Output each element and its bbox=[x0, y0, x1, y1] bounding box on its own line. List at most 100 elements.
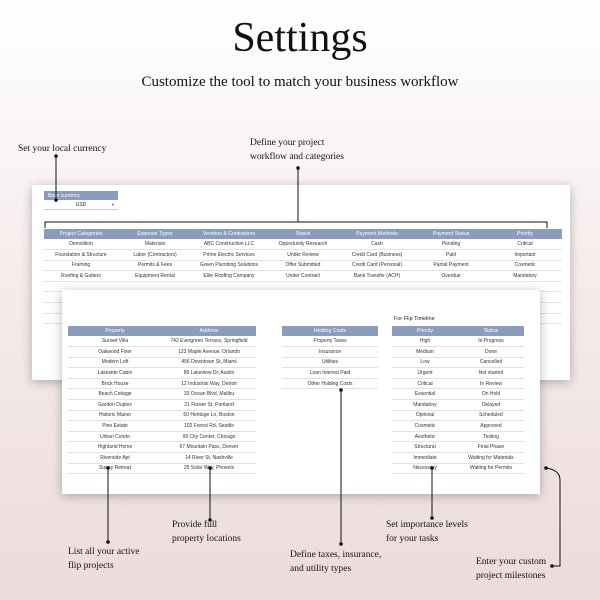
column-header-expense-type: Expense Types bbox=[118, 229, 192, 239]
cell-payment-status[interactable]: Paid bbox=[414, 249, 488, 261]
cell-project-category[interactable]: Framing bbox=[44, 260, 118, 272]
cell-property[interactable]: Pine Estate bbox=[68, 420, 162, 432]
cell-property[interactable]: Oakwood Fixer bbox=[68, 346, 162, 358]
cell-address[interactable]: 14 River St, Nashville bbox=[162, 452, 256, 464]
cell-status[interactable]: Waiting for Permits bbox=[458, 463, 524, 475]
cell-payment-status[interactable]: Overdue bbox=[414, 270, 488, 282]
currency-annotation: Set your local currency bbox=[18, 144, 107, 154]
cell-property[interactable]: Sunny Retreat bbox=[68, 463, 162, 475]
cell-status[interactable]: Under Review bbox=[266, 249, 340, 261]
cell-priority[interactable]: Critical bbox=[392, 378, 458, 390]
cell-status[interactable]: Offer Submitted bbox=[266, 260, 340, 272]
cell-status[interactable]: Approved bbox=[458, 420, 524, 432]
cell-expense-type[interactable]: Labor (Contractors) bbox=[118, 249, 192, 261]
cell-holding-cost[interactable]: Loan Interest Paid bbox=[282, 367, 378, 379]
cell-project-category[interactable]: Demolition bbox=[44, 239, 118, 251]
cell-priority[interactable]: Optional bbox=[392, 410, 458, 422]
cell-status[interactable]: Cancelled bbox=[458, 357, 524, 369]
cell-status[interactable]: Testing bbox=[458, 431, 524, 443]
cell-vendor[interactable]: Prime Electric Services bbox=[192, 249, 266, 261]
cell-holding-cost[interactable]: Insurance bbox=[282, 346, 378, 358]
cell-priority[interactable]: Structural bbox=[392, 441, 458, 454]
cell-payment-method[interactable]: Cash bbox=[340, 239, 414, 251]
cell-address[interactable]: 456 Downtown St, Miami bbox=[162, 357, 256, 369]
cell-address[interactable]: 33 Ocean Blvd, Malibu bbox=[162, 388, 256, 401]
cell-payment-method[interactable]: Bank Transfer (ACH) bbox=[340, 270, 414, 282]
cell-address[interactable]: 742 Evergreen Terrace, Springfield bbox=[162, 336, 256, 348]
cell-priority[interactable]: Medium bbox=[392, 346, 458, 358]
cell-priority[interactable]: Essential bbox=[392, 388, 458, 401]
cell-address[interactable]: 67 Mountain Pass, Denver bbox=[162, 441, 256, 454]
cell-status[interactable]: Under Contract bbox=[266, 270, 340, 282]
cell-property[interactable]: Modern Loft bbox=[68, 357, 162, 369]
cell-status[interactable]: In Progress bbox=[458, 336, 524, 348]
cell-property[interactable]: Lakeside Cabin bbox=[68, 367, 162, 379]
cell-payment-method[interactable]: Credit Card (Personal) bbox=[340, 260, 414, 272]
cell-project-category[interactable]: Foundation & Structure bbox=[44, 249, 118, 261]
projects-annotation: List all your active flip projects bbox=[68, 547, 140, 571]
cell-property[interactable]: Urban Condo bbox=[68, 431, 162, 443]
cell-property[interactable]: Beach Cottage bbox=[68, 388, 162, 401]
cell-priority[interactable]: Aesthetic bbox=[392, 431, 458, 443]
cell-priority[interactable]: Critical bbox=[488, 239, 562, 251]
cell-payment-status[interactable]: Pending bbox=[414, 239, 488, 251]
cell-address[interactable]: 89 Lakeview Dr, Austin bbox=[162, 367, 256, 379]
cell-address[interactable]: 12 Industrial Way, Detroit bbox=[162, 378, 256, 390]
cell-vendor[interactable]: Elite Roofing Company bbox=[192, 270, 266, 282]
cell-status[interactable]: Not started bbox=[458, 367, 524, 379]
cell-priority[interactable]: Important bbox=[488, 249, 562, 261]
cell-payment-method[interactable]: Credit Card (Business) bbox=[340, 249, 414, 261]
cell-priority[interactable]: Mandatory bbox=[488, 270, 562, 282]
cell-status[interactable]: In Review bbox=[458, 378, 524, 390]
cell-address[interactable]: 99 City Center, Chicago bbox=[162, 431, 256, 443]
cell-status[interactable]: Delayed bbox=[458, 399, 524, 411]
cell-priority[interactable]: Cosmetic bbox=[488, 260, 562, 272]
cell-priority[interactable]: Cosmetic bbox=[392, 420, 458, 432]
cell-priority[interactable]: Immediate bbox=[392, 452, 458, 464]
cell-status[interactable]: Waiting for Materials bbox=[458, 452, 524, 464]
cell-property[interactable]: Sunset Villa bbox=[68, 336, 162, 348]
milestones-annotation: Enter your custom project milestones bbox=[476, 557, 547, 581]
cell-property[interactable]: Riverside Apt bbox=[68, 452, 162, 464]
cell-status[interactable]: On Hold bbox=[458, 388, 524, 401]
cell-expense-type[interactable]: Equipment Rental bbox=[118, 270, 192, 282]
cell-expense-type[interactable]: Materials bbox=[118, 239, 192, 251]
cell-payment-status[interactable]: Partial Payment bbox=[414, 260, 488, 272]
cell-address[interactable]: 21 Flower St, Portland bbox=[162, 399, 256, 411]
cell-priority[interactable]: Urgent bbox=[392, 367, 458, 379]
cell-vendor[interactable]: ABC Construction LLC bbox=[192, 239, 266, 251]
cell-address[interactable]: 25 Solar Way, Phoenix bbox=[162, 463, 256, 475]
cell-priority[interactable]: Low bbox=[392, 357, 458, 369]
cell-holding-cost[interactable]: Other Holding Costs bbox=[282, 378, 378, 390]
cell-priority[interactable]: Necessary bbox=[392, 463, 458, 475]
cell-property[interactable]: Highland Home bbox=[68, 441, 162, 454]
cell-property[interactable]: Historic Manor bbox=[68, 410, 162, 422]
cell-property[interactable]: Garden Duplex bbox=[68, 399, 162, 411]
cell-vendor[interactable]: Green Plumbing Solutions bbox=[192, 260, 266, 272]
cell-holding-cost[interactable]: Utilities bbox=[282, 357, 378, 369]
cell-address[interactable]: 123 Maple Avenue, Orlando bbox=[162, 346, 256, 358]
cell-status[interactable]: Opportunity Research bbox=[266, 239, 340, 251]
cell-property[interactable]: Brick House bbox=[68, 378, 162, 390]
cell-priority[interactable]: High bbox=[392, 336, 458, 348]
cell-address[interactable]: 102 Forest Rd, Seattle bbox=[162, 420, 256, 432]
base-currency-select[interactable]: USD ▼ bbox=[44, 200, 118, 210]
cell-status[interactable]: Final Phase bbox=[458, 441, 524, 454]
table-row: Loan Interest Paid bbox=[282, 367, 378, 379]
locations-annotation: Provide full property locations bbox=[172, 520, 241, 544]
cell-status[interactable]: Scheduled bbox=[458, 410, 524, 422]
cell-holding-cost[interactable]: Property Taxes bbox=[282, 336, 378, 348]
cell-status[interactable]: Done bbox=[458, 346, 524, 358]
cell-expense-type[interactable]: Permits & Fees bbox=[118, 260, 192, 272]
cell-project-category[interactable]: Roofing & Gutters bbox=[44, 270, 118, 282]
cell-priority[interactable]: Mandatory bbox=[392, 399, 458, 411]
cell-address[interactable]: 50 Heritage Ln, Boston bbox=[162, 410, 256, 422]
